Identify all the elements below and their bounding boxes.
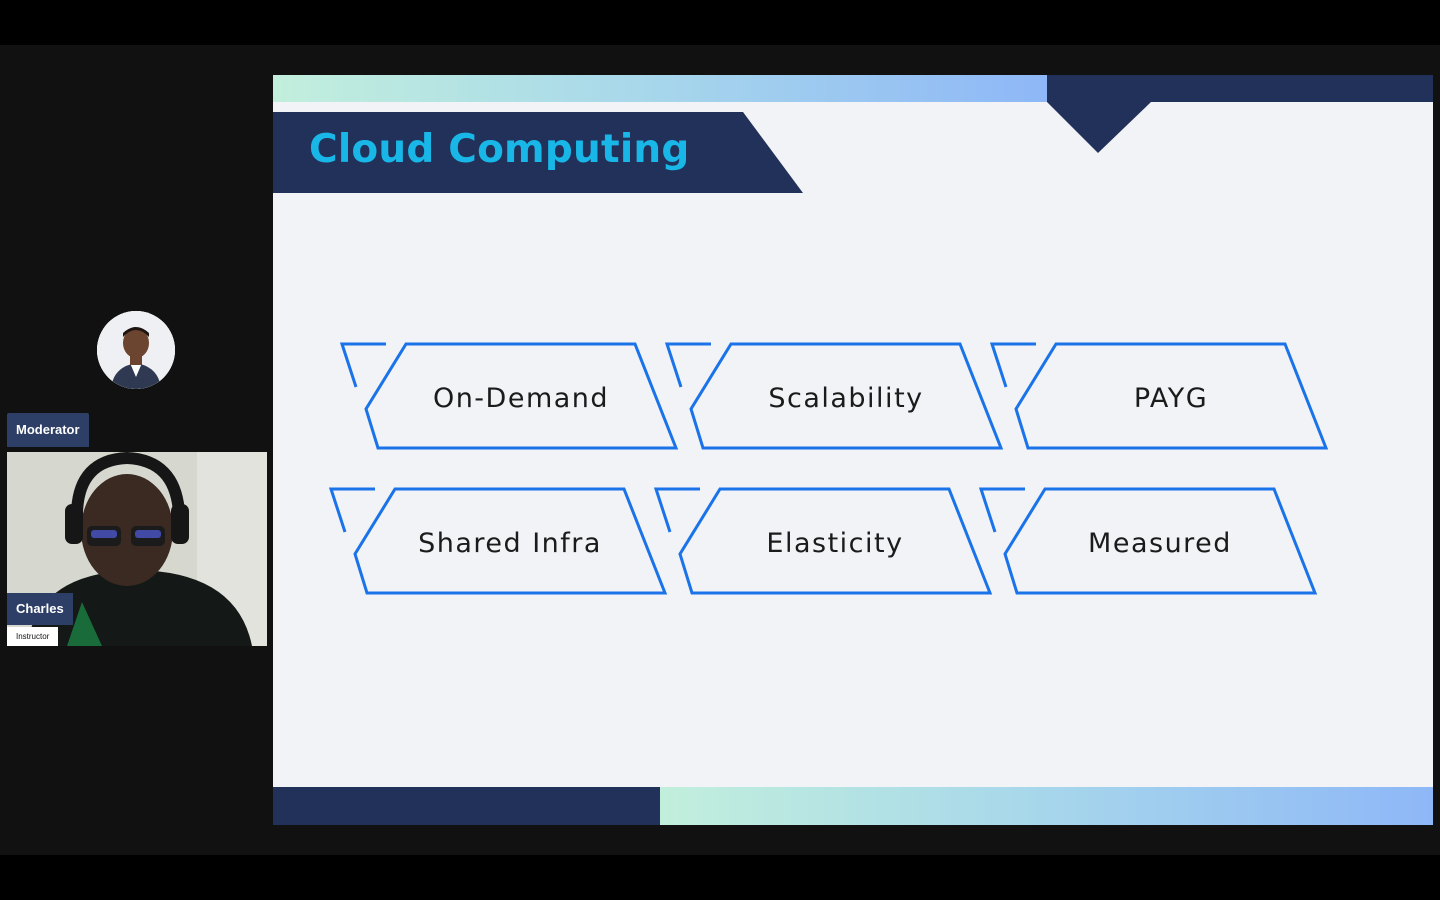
slide-title: Cloud Computing (309, 127, 690, 172)
tile-scalability: Scalability (665, 342, 1005, 454)
tile-outline (990, 342, 1329, 450)
top-gradient-strip (273, 75, 1047, 102)
tile-elasticity: Elasticity (654, 487, 994, 599)
tile-measured: Measured (979, 487, 1319, 599)
tile-outline (654, 487, 993, 595)
tile-label: Shared Infra (418, 527, 602, 559)
moderator-role-tag: Moderator (7, 413, 89, 447)
navy-chevron-notch (1047, 75, 1151, 153)
tile-outline (665, 342, 1004, 450)
tile-label: On-Demand (432, 382, 610, 414)
bottom-gradient-strip (660, 787, 1433, 825)
tile-outline (329, 487, 668, 595)
tile-outline (340, 342, 679, 450)
moderator-avatar[interactable] (97, 311, 175, 389)
tile-label: PAYG (1133, 382, 1209, 414)
tile-shared-infra: Shared Infra (329, 487, 669, 599)
tile-label: Elasticity (766, 527, 904, 559)
tile-on-demand: On-Demand (340, 342, 680, 454)
tile-label: Scalability (768, 382, 924, 414)
tile-outline (979, 487, 1318, 595)
title-band (273, 112, 803, 193)
person-avatar-icon (97, 311, 175, 389)
instructor-role-tag: Instructor (7, 627, 59, 646)
tile-payg: PAYG (990, 342, 1330, 454)
bottom-navy-bar (273, 787, 660, 825)
instructor-name-tag: Charles (7, 593, 73, 625)
tile-label: Measured (1088, 527, 1232, 559)
shared-slide: Cloud Computing On-Demand Scalability PA… (273, 75, 1433, 825)
